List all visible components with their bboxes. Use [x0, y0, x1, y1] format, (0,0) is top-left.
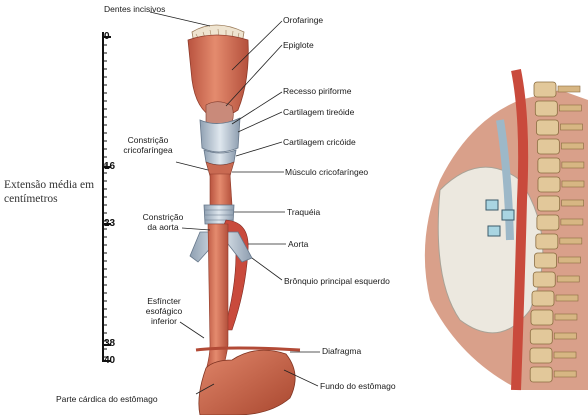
- leader-lines: [149, 11, 320, 395]
- label-epiglote: Epiglote: [283, 40, 314, 50]
- measurement-scale: [102, 32, 111, 362]
- label-recesso-piriforme: Recesso piriforme: [283, 86, 352, 96]
- tick-label: 23: [104, 218, 116, 229]
- label-diafragma: Diafragma: [322, 346, 362, 356]
- sagittal-illustration: [412, 68, 588, 391]
- label-traqueia: Traquéia: [287, 207, 321, 217]
- tick-label: 40: [104, 355, 116, 366]
- scale-title: Extensão média em centímetros: [4, 179, 95, 205]
- label-esfincter-esofagico-inferior: Esfíncter esofágico inferior: [145, 296, 183, 326]
- label-constricao-aorta: Constrição da aorta: [142, 212, 184, 232]
- label-aorta: Aorta: [288, 239, 309, 249]
- label-musculo-cricofaringeo: Músculo cricofaríngeo: [285, 167, 369, 177]
- label-cartilagem-tireoide: Cartilagem tireóide: [283, 107, 355, 117]
- label-parte-cardica-estomago: Parte cárdica do estômago: [56, 394, 158, 404]
- label-dentes-incisivos: Dentes incisivos: [104, 4, 166, 14]
- tick-label: 16: [104, 161, 116, 172]
- esophagus-illustration: [187, 24, 301, 415]
- label-orofaringe: Orofaringe: [283, 15, 324, 25]
- tick-label: 0: [104, 31, 110, 42]
- label-fundo-estomago: Fundo do estômago: [320, 381, 396, 391]
- label-cartilagem-cricoide: Cartilagem cricóide: [283, 137, 356, 147]
- label-bronquio-principal-esquerdo: Brônquio principal esquerdo: [284, 276, 390, 286]
- label-constricao-cricofaringea: Constrição cricofaríngea: [123, 135, 173, 155]
- tick-label: 38: [104, 338, 116, 349]
